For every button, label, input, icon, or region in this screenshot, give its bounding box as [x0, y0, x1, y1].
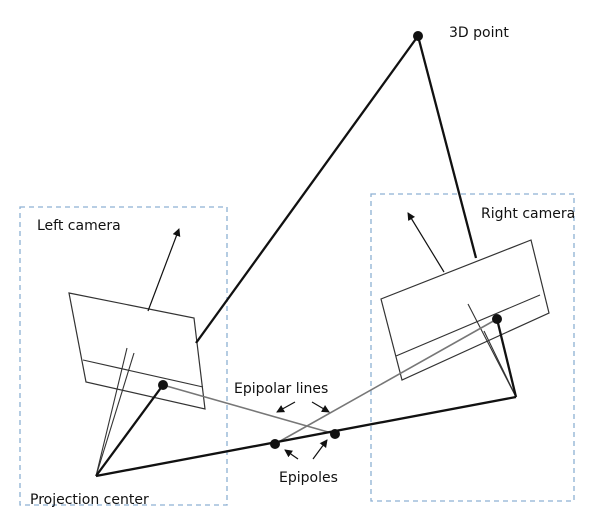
label-3d-point: 3D point: [449, 25, 509, 41]
right-image-point-dot: [492, 314, 502, 324]
left-camera-frame: [19, 206, 228, 506]
3d-point-dot: [413, 31, 423, 41]
left-ray-to-3d-point: [195, 35, 419, 344]
left-ray-thin-b: [95, 352, 135, 477]
epipolar-lines-arrow-right: [311, 401, 330, 413]
label-projection-center: Projection center: [30, 492, 149, 508]
left-camera-axis-arrow: [147, 228, 181, 312]
left-image-plane-divider: [82, 359, 204, 388]
right-epipole-dot: [330, 429, 340, 439]
epipolar-lines-arrow-left: [276, 401, 296, 413]
baseline: [95, 395, 517, 478]
label-right-camera: Right camera: [481, 206, 575, 222]
right-epipolar-line: [274, 318, 498, 445]
label-left-camera: Left camera: [37, 218, 121, 234]
epipoles-arrow-right: [312, 439, 328, 460]
right-camera-frame: [370, 193, 575, 502]
right-ray-thin-b: [483, 330, 517, 398]
left-epipole-dot: [270, 439, 280, 449]
left-projection-ray: [95, 384, 164, 477]
right-projection-ray: [495, 318, 518, 398]
right-image-plane-divider: [395, 294, 541, 357]
right-image-plane: [380, 239, 550, 381]
epipoles-arrow-left: [284, 449, 299, 460]
left-ray-thin-a: [95, 347, 128, 477]
left-image-point-dot: [158, 380, 168, 390]
right-camera-axis-arrow: [407, 212, 445, 273]
label-epipolar-lines: Epipolar lines: [234, 381, 328, 397]
right-ray-to-3d-point: [416, 35, 478, 259]
label-epipoles: Epipoles: [279, 470, 338, 486]
